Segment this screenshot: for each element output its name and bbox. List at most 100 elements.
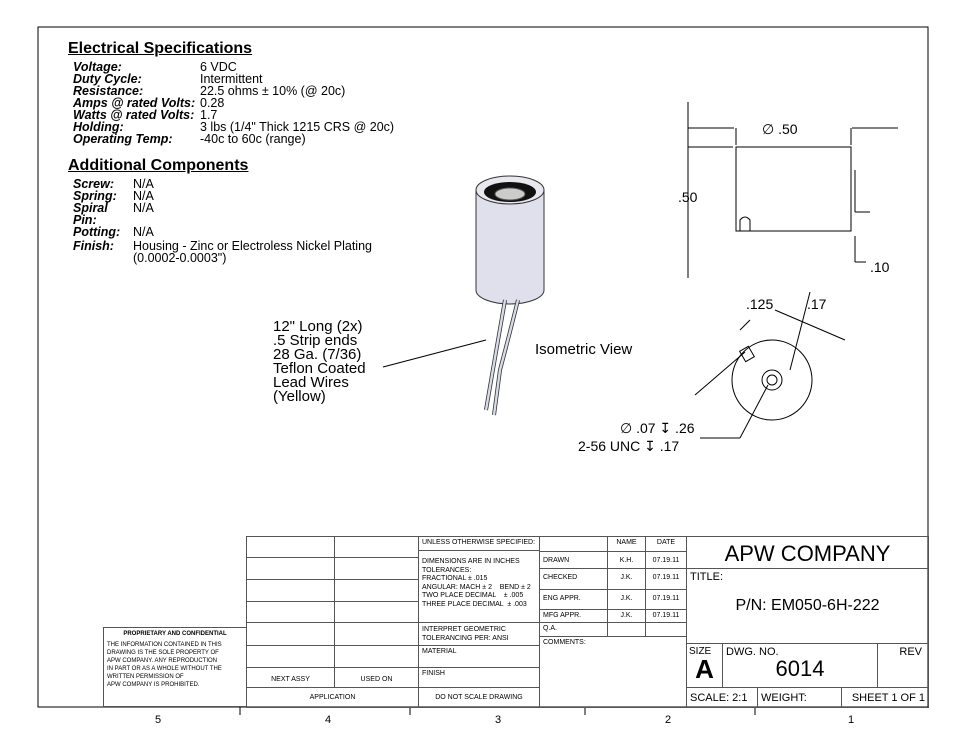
signoff-date [645,622,687,637]
material-cell: MATERIAL [418,645,540,668]
spec-value: Intermittent [200,72,263,86]
spec-label: Resistance: [73,84,144,98]
spec-label: Voltage: [73,60,122,74]
size-label: SIZE [689,646,712,657]
isometric-view [382,175,545,416]
finish-value: Housing - Zinc or Electroless Nickel Pla… [133,239,372,265]
front-view [687,102,898,278]
proprietary-line: WRITTEN PERMISSION OF [107,674,184,680]
component-row: Screw: N/A [73,177,154,191]
zone-label: 5 [155,714,162,726]
hole-callout-2: 2-56 UNC ↧ .17 [578,438,679,454]
component-row: Spiral Pin:N/A [73,201,154,227]
next-assy-cell: NEXT ASSY [246,667,335,688]
component-value: N/A [133,225,154,239]
signoff-name [607,622,646,637]
spec-row: Operating Temp:-40c to 60c (range) [73,132,394,146]
spec-row: Resistance: 22.5 ohms ± 10% (@ 20c) [73,84,394,98]
spec-label: Amps @ rated Volts: [73,96,196,110]
spec-value: 22.5 ohms ± 10% (@ 20c) [200,84,346,98]
blank-cell [334,579,419,602]
component-label: Potting: [73,225,121,239]
component-value: N/A [133,201,154,215]
comments-cell: COMMENTS: [539,636,687,708]
used-on-cell: USED ON [334,667,419,688]
spec-row: Holding:3 lbs (1/4" Thick 1215 CRS @ 20c… [73,120,395,134]
application-cell: APPLICATION [246,687,419,708]
dim-small: .10 [870,259,890,275]
signoff-role: CHECKED [539,568,608,590]
additional-heading: Additional Components [68,157,249,174]
hole-callout-1: ∅ .07 ↧ .26 [620,420,695,436]
weight-cell: WEIGHT: [757,687,842,708]
signoff-role: DRAWN [539,551,608,569]
sheet-cell: SHEET 1 OF 1 [841,687,929,708]
component-label: Spring: [73,189,117,203]
signoff-role: MFG APPR. [539,609,608,623]
spec-row: Voltage: 6 VDC [73,60,394,74]
proprietary-box: PROPRIETARY AND CONFIDENTIAL THE INFORMA… [103,627,247,707]
interpret-line: TOLERANCING PER: ANSI [422,635,509,642]
dim-height: .50 [678,189,698,205]
spec-label: Duty Cycle: [73,72,142,86]
company-cell: APW COMPANY [686,536,929,569]
spec-label: Watts @ rated Volts: [73,108,195,122]
signoff-date: 07.19.11 [645,589,687,610]
blank-cell [246,579,335,602]
zone-ticks [239,707,756,715]
blank-cell [246,536,335,558]
blank-cell [334,622,419,646]
blank-cell [246,601,335,623]
component-label: Screw: [73,177,114,191]
name-header: NAME [607,536,646,552]
finish-line-1: Housing - Zinc or Electroless Nickel Pla… [133,239,372,253]
signoff-name: J.K. [607,609,646,623]
no-scale-cell: DO NOT SCALE DRAWING [418,687,540,708]
unless-cell: UNLESS OTHERWISE SPECIFIED: [418,536,540,551]
spec-value: 1.7 [200,108,218,122]
dwg-cell: DWG. NO.6014 [722,643,878,688]
wires-note-line: Lead Wires [273,374,349,391]
dim-17: .17 [807,296,827,312]
signoff-name: J.K. [607,568,646,590]
spec-value: 0.28 [200,96,225,110]
zone-label: 3 [495,714,502,726]
part-number: P/N: EM050-6H-222 [735,597,880,614]
finish-line-2: (0.0002-0.0003") [133,251,227,265]
bottom-view [694,291,846,439]
dwg-number: 6014 [775,656,825,681]
proprietary-line: APW COMPANY. ANY REPRODUCTION [107,658,218,664]
dim-diameter: ∅ .50 [762,121,798,137]
zone-label: 4 [325,714,332,726]
spec-row: Amps @ rated Volts: 0.28 [73,96,394,110]
proprietary-line: DRAWING IS THE SOLE PROPERTY OF [107,650,219,656]
tolerance-line: FRACTIONAL ± .015 [422,575,488,582]
blank-cell [334,557,419,580]
size-value: A [695,654,714,684]
proprietary-heading: PROPRIETARY AND CONFIDENTIAL [123,631,227,637]
signoff-role: ENG APPR. [539,589,608,610]
spec-row: Duty Cycle: Intermittent [73,72,394,86]
spec-label: Operating Temp: [73,132,173,146]
scale-cell: SCALE: 2:1 [686,687,758,708]
spec-value: 3 lbs (1/4" Thick 1215 CRS @ 20c) [200,120,395,134]
component-value: N/A [133,177,154,191]
signoff-name: K.H. [607,551,646,569]
finish-cell: FINISH [418,667,540,688]
tolerance-line: TWO PLACE DECIMAL ± .005 [422,592,524,599]
tolerance-line: ANGULAR: MACH ± 2 BEND ± 2 [422,583,531,591]
dwg-label: DWG. NO. [726,646,779,658]
wires-note-line: 12" Long (2x) [273,318,363,335]
blank-cell [334,536,419,558]
component-row: Spring: N/A [73,189,154,203]
proprietary-line: THE INFORMATION CONTAINED IN THIS [107,642,222,648]
spec-value: 6 VDC [200,60,237,74]
component-value: N/A [133,189,154,203]
title-label: TITLE: [690,571,724,583]
